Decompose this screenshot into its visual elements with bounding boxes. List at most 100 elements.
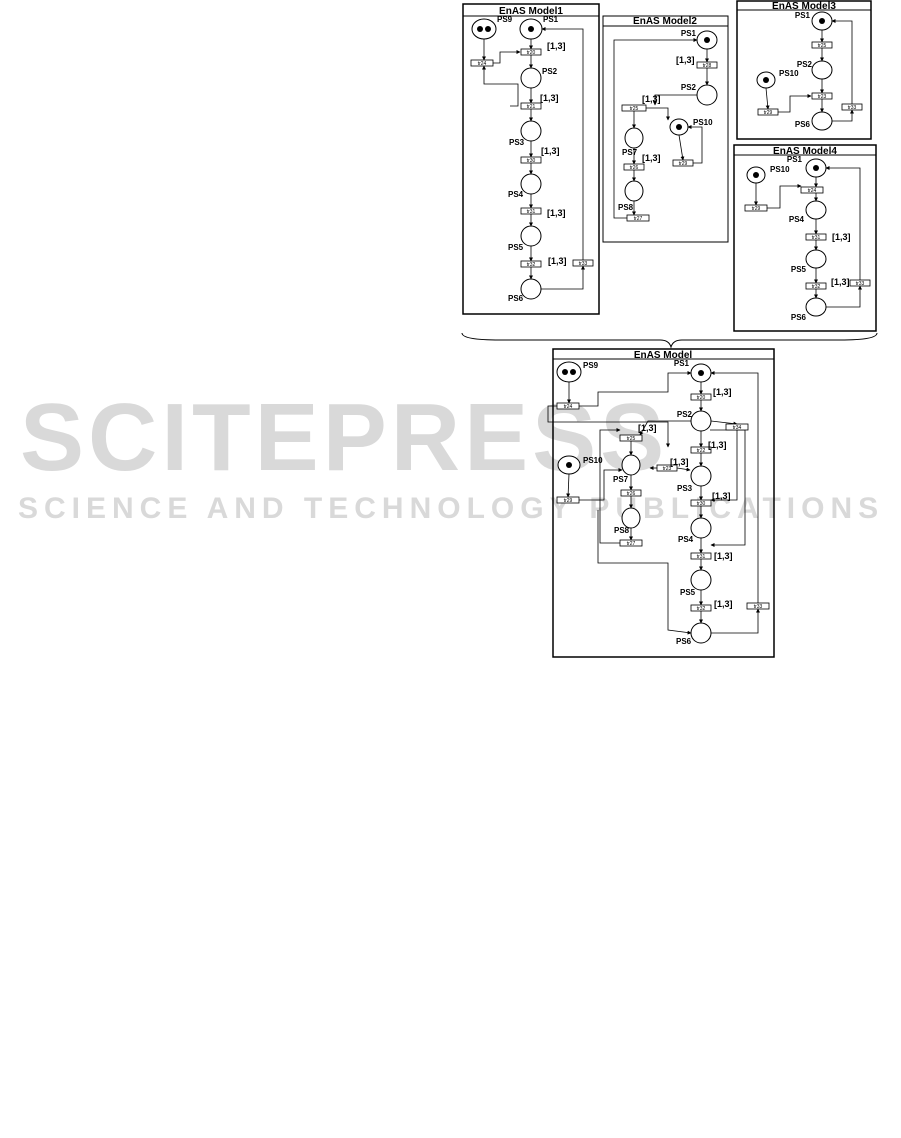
interval-label: [1,3]	[540, 93, 559, 103]
arc	[541, 265, 585, 290]
transition-t23: tr23	[811, 92, 833, 100]
interval-label: [1,3]	[670, 457, 689, 467]
transition-bar	[841, 103, 863, 111]
place-ps1: PS1	[681, 29, 718, 50]
place-ps10: PS10	[756, 69, 799, 89]
token	[763, 77, 769, 83]
arc	[566, 473, 571, 498]
place-label: PS5	[680, 588, 696, 597]
arc	[482, 65, 519, 107]
transition-label: tr24	[478, 61, 487, 67]
place-ps2: PS2	[681, 83, 718, 106]
transition-label: tr29	[752, 206, 761, 212]
transition-t24: tr24	[470, 59, 494, 67]
arc	[826, 285, 862, 308]
transition-t31: tr31	[805, 233, 827, 241]
place-label: PS8	[614, 526, 630, 535]
transition-label: tr31	[697, 554, 706, 560]
place-ps5: PS5	[791, 249, 827, 274]
place-ps6: PS6	[676, 622, 712, 646]
token	[485, 26, 491, 32]
transition-bar	[520, 156, 542, 164]
place-ps8: PS8	[614, 507, 641, 535]
token	[562, 369, 568, 375]
transition-bar	[696, 61, 718, 69]
enas-model-frame	[552, 348, 775, 658]
arc	[832, 109, 854, 122]
transition-t25: tr25	[811, 41, 833, 49]
transition-bar	[619, 434, 643, 442]
transition-label: tr23	[818, 94, 827, 100]
place-ps6: PS6	[508, 278, 542, 303]
place-label: PS5	[791, 265, 807, 274]
transition-t21: tr21	[520, 102, 542, 110]
transition-label: tr26	[627, 491, 636, 497]
place-ps1: PS1	[787, 155, 827, 178]
transition-t24: tr24	[800, 186, 824, 194]
transition-bar	[757, 108, 779, 116]
transition-bar	[746, 602, 770, 610]
transition-bar	[690, 393, 712, 401]
place-circle	[621, 507, 641, 529]
transition-bar	[621, 104, 647, 112]
transition-bar	[811, 41, 833, 49]
arc	[579, 468, 623, 501]
interval-label: [1,3]	[831, 277, 850, 287]
place-label: PS1	[787, 155, 803, 164]
place-label: PS10	[583, 456, 603, 465]
transition-bar	[805, 233, 827, 241]
transition-bar	[619, 539, 643, 547]
transition-t33: tr33	[746, 602, 770, 610]
place-label: PS10	[779, 69, 799, 78]
arc	[710, 420, 738, 426]
transition-t32: tr32	[690, 604, 712, 612]
place-circle	[624, 180, 644, 202]
arc	[676, 467, 691, 472]
token	[566, 462, 572, 468]
place-ps9: PS9	[556, 361, 599, 383]
composition-brace	[461, 332, 878, 349]
place-ps7: PS7	[622, 127, 644, 157]
place-circle	[690, 622, 712, 644]
interval-label: [1,3]	[638, 423, 657, 433]
model-frames: EnAS Model1 EnAS Model2 EnAS Model3 EnAS…	[461, 0, 878, 658]
transition-label: tr29	[564, 498, 573, 504]
place-label: PS9	[497, 15, 513, 24]
transition-label: tr30	[527, 158, 536, 164]
place-label: PS6	[791, 313, 807, 322]
transition-label: tr33	[856, 281, 865, 287]
transition-t27: tr27	[619, 539, 643, 547]
place-ps10: PS10	[557, 455, 603, 475]
place-label: PS7	[613, 475, 629, 484]
place-label: PS6	[676, 637, 692, 646]
transition-label: tr22	[697, 448, 706, 454]
arc	[687, 125, 703, 164]
interval-label: [1,3]	[714, 599, 733, 609]
transition-t32: tr32	[520, 260, 542, 268]
place-label: PS5	[508, 243, 524, 252]
interval-label: [1,3]	[541, 146, 560, 156]
watermark: SCITEPRESS SCIENCE AND TECHNOLOGY PUBLIC…	[18, 384, 878, 525]
transition-bar	[520, 102, 542, 110]
transition-bar	[520, 207, 542, 215]
place-circle	[520, 120, 542, 142]
transition-t29: tr29	[672, 159, 694, 167]
place-label: PS2	[542, 67, 558, 76]
place-circle	[805, 249, 827, 269]
place-circle	[520, 225, 542, 247]
transition-t22: tr22	[690, 446, 712, 454]
transition-t29: tr29	[757, 108, 779, 116]
place-ps5: PS5	[680, 569, 712, 597]
place-label: PS4	[789, 215, 805, 224]
transition-bar	[690, 446, 712, 454]
transition-bar	[556, 402, 580, 410]
transition-bar	[556, 496, 580, 504]
place-ps4: PS4	[789, 200, 827, 224]
transition-label: tr25	[630, 106, 639, 112]
arc	[547, 405, 670, 448]
place-circle	[690, 569, 712, 591]
model3-frame	[736, 0, 872, 140]
transition-label: tr33	[754, 604, 763, 610]
transition-t30: tr30	[690, 499, 712, 507]
